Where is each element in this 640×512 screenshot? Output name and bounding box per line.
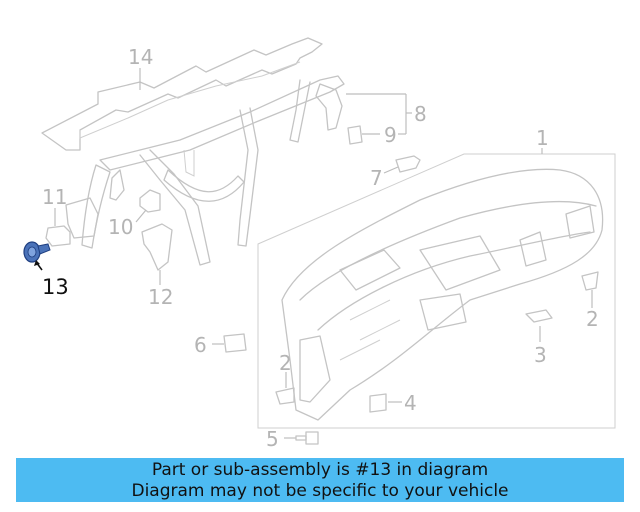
label-10: 10 xyxy=(108,215,133,239)
label-6: 6 xyxy=(194,333,207,357)
label-1: 1 xyxy=(536,126,549,150)
label-2-right: 2 xyxy=(586,307,599,331)
part-5-bolt xyxy=(284,431,319,445)
part-1-dashboard-box xyxy=(257,148,616,429)
label-9: 9 xyxy=(384,123,397,147)
label-8: 8 xyxy=(414,102,427,126)
label-4: 4 xyxy=(404,391,417,415)
label-3: 3 xyxy=(534,343,547,367)
part-14-upper-panel xyxy=(41,37,323,151)
part-11-bracket xyxy=(45,208,71,247)
label-5: 5 xyxy=(266,427,279,451)
banner-line-2: Diagram may not be specific to your vehi… xyxy=(131,481,509,501)
part-3-bracket xyxy=(525,309,553,342)
label-13: 13 xyxy=(42,275,69,299)
part-13-clip-highlighted xyxy=(23,241,51,271)
banner-line-1: Part or sub-assembly is #13 in diagram xyxy=(151,460,489,480)
part-10-bracket xyxy=(135,189,161,223)
part-6-bracket xyxy=(212,333,247,353)
part-12-bracket xyxy=(141,223,173,285)
label-2-left: 2 xyxy=(279,351,292,375)
label-11: 11 xyxy=(42,185,67,209)
cross-car-beam xyxy=(65,75,345,266)
part-2-bracket-left xyxy=(275,372,295,405)
info-banner: Part or sub-assembly is #13 in diagram D… xyxy=(16,458,624,502)
part-4-bracket xyxy=(369,393,402,413)
part-7-bracket xyxy=(383,155,421,174)
part-8-9-brackets xyxy=(346,93,412,145)
label-12: 12 xyxy=(148,285,173,309)
parts-diagram: 14 1 8 9 7 11 10 12 13 6 2 3 2 4 5 xyxy=(23,37,616,451)
label-7: 7 xyxy=(370,166,383,190)
label-14: 14 xyxy=(128,45,153,69)
part-2-bracket-right xyxy=(581,271,599,308)
